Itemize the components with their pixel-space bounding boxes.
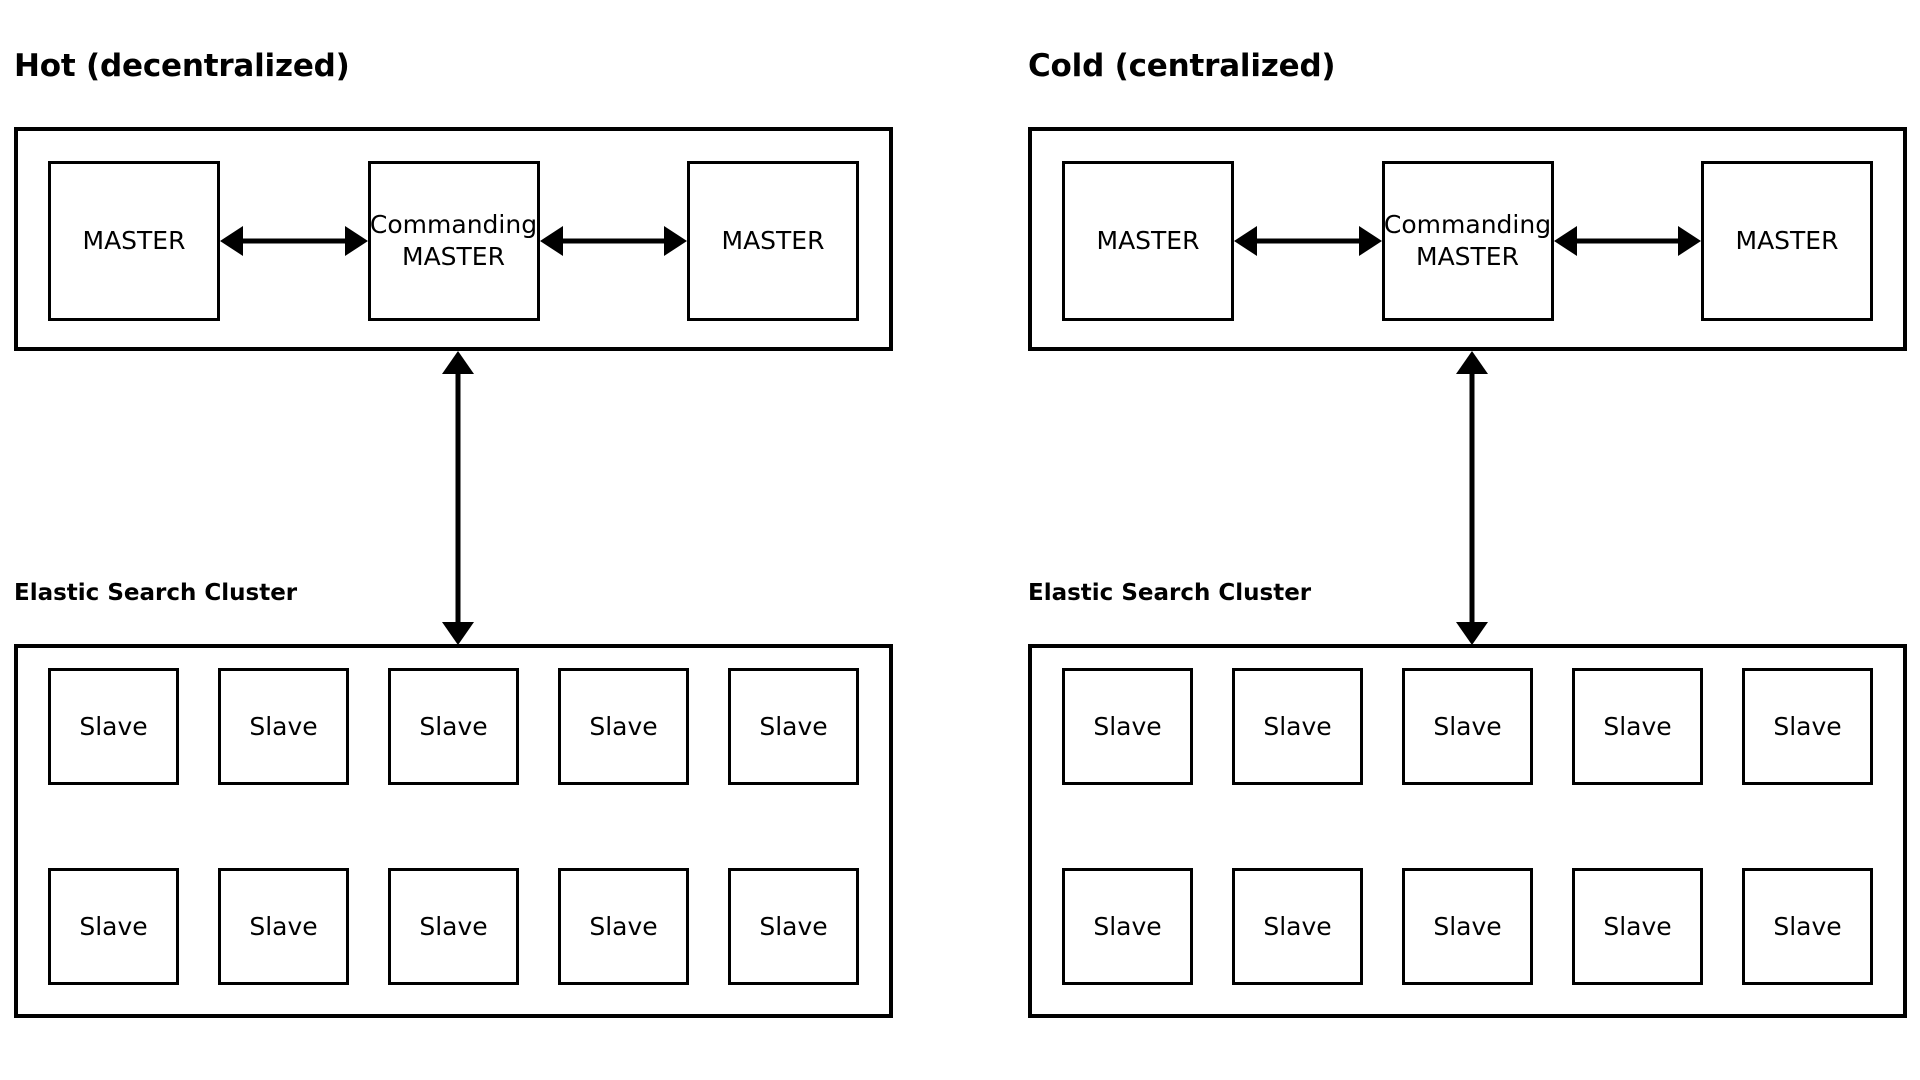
arrow-shaft: [1469, 369, 1475, 627]
slave-label: Slave: [589, 912, 658, 941]
slave-node[interactable]: Slave: [558, 668, 689, 785]
slave-label: Slave: [249, 712, 318, 741]
master-node-left[interactable]: MASTER: [48, 161, 220, 321]
slave-node[interactable]: Slave: [1572, 868, 1703, 985]
vertical-double-arrow-icon: [441, 351, 475, 645]
slave-node[interactable]: Slave: [728, 868, 859, 985]
slave-row: Slave Slave Slave Slave Slave: [1062, 868, 1873, 985]
master-node-label: MASTER: [1735, 226, 1839, 255]
arrowhead-right-icon: [1358, 226, 1382, 256]
slave-label: Slave: [1433, 712, 1502, 741]
commanding-master-label: Commanding MASTER: [1383, 210, 1552, 271]
panel-cold: Cold (centralized) MASTER Commanding MAS…: [1014, 0, 1907, 1080]
slave-node[interactable]: Slave: [1062, 868, 1193, 985]
slave-label: Slave: [1433, 912, 1502, 941]
slave-label: Slave: [79, 712, 148, 741]
slave-node[interactable]: Slave: [1232, 868, 1363, 985]
slave-node[interactable]: Slave: [728, 668, 859, 785]
arrowhead-left-icon: [539, 226, 563, 256]
slave-node[interactable]: Slave: [1572, 668, 1703, 785]
double-arrow-icon-left: [220, 226, 368, 256]
slave-label: Slave: [1773, 712, 1842, 741]
arrow-shaft: [1254, 238, 1362, 244]
cluster-group-hot: Slave Slave Slave Slave Slave: [14, 644, 893, 1018]
slave-row: Slave Slave Slave Slave Slave: [48, 868, 859, 985]
arrowhead-down-icon: [1456, 622, 1488, 645]
arrowhead-up-icon: [442, 351, 474, 374]
master-node-label: MASTER: [82, 226, 186, 255]
slave-node[interactable]: Slave: [218, 668, 349, 785]
slave-label: Slave: [249, 912, 318, 941]
arrow-shaft: [240, 238, 348, 244]
slave-label: Slave: [1603, 712, 1672, 741]
double-arrow-icon-right: [1553, 226, 1701, 256]
commanding-master-node[interactable]: Commanding MASTER: [1381, 161, 1554, 321]
slave-label: Slave: [1773, 912, 1842, 941]
slave-label: Slave: [759, 712, 828, 741]
arrowhead-left-icon: [1234, 226, 1257, 256]
panel-title-hot: Hot (decentralized): [14, 48, 350, 84]
slave-row: Slave Slave Slave Slave Slave: [48, 668, 859, 785]
cluster-label-hot: Elastic Search Cluster: [14, 580, 298, 606]
slave-grid: Slave Slave Slave Slave Slave: [1032, 648, 1903, 1014]
slave-node[interactable]: Slave: [558, 868, 689, 985]
slave-row: Slave Slave Slave Slave Slave: [1062, 668, 1873, 785]
master-node-left[interactable]: MASTER: [1062, 161, 1234, 321]
panel-hot: Hot (decentralized) MASTER Commanding MA…: [0, 0, 893, 1080]
arrow-shaft: [455, 369, 461, 627]
master-group-cold: MASTER Commanding MASTER MASTER: [1028, 127, 1907, 351]
commanding-master-node[interactable]: Commanding MASTER: [367, 161, 540, 321]
vertical-double-arrow-icon: [1455, 351, 1489, 645]
cluster-label-cold: Elastic Search Cluster: [1028, 580, 1312, 606]
slave-label: Slave: [419, 912, 488, 941]
slave-node[interactable]: Slave: [218, 868, 349, 985]
master-node-right[interactable]: MASTER: [687, 161, 859, 321]
arrowhead-left-icon: [220, 226, 243, 256]
commanding-master-label: Commanding MASTER: [369, 210, 538, 271]
arrowhead-up-icon: [1456, 351, 1488, 374]
slave-label: Slave: [1263, 912, 1332, 941]
arrowhead-down-icon: [442, 622, 474, 645]
slave-label: Slave: [1093, 912, 1162, 941]
slave-label: Slave: [1603, 912, 1672, 941]
arrowhead-right-icon: [664, 226, 687, 256]
slave-node[interactable]: Slave: [388, 868, 519, 985]
slave-label: Slave: [589, 712, 658, 741]
arrowhead-left-icon: [1553, 226, 1577, 256]
slave-label: Slave: [79, 912, 148, 941]
slave-node[interactable]: Slave: [1742, 668, 1873, 785]
master-node-label: MASTER: [721, 226, 825, 255]
slave-node[interactable]: Slave: [1402, 668, 1533, 785]
slave-node[interactable]: Slave: [48, 668, 179, 785]
master-row: MASTER Commanding MASTER MASTER: [18, 161, 889, 321]
slave-node[interactable]: Slave: [1402, 868, 1533, 985]
slave-node[interactable]: Slave: [1742, 868, 1873, 985]
slave-node[interactable]: Slave: [48, 868, 179, 985]
double-arrow-icon-left: [1234, 226, 1382, 256]
slave-node[interactable]: Slave: [388, 668, 519, 785]
panel-title-cold: Cold (centralized): [1028, 48, 1336, 84]
master-group-hot: MASTER Commanding MASTER MASTER: [14, 127, 893, 351]
slave-grid: Slave Slave Slave Slave Slave: [18, 648, 889, 1014]
arrow-shaft: [559, 238, 667, 244]
master-node-label: MASTER: [1096, 226, 1200, 255]
slave-label: Slave: [759, 912, 828, 941]
slave-label: Slave: [1263, 712, 1332, 741]
master-row: MASTER Commanding MASTER MASTER: [1032, 161, 1903, 321]
arrow-shaft: [1573, 238, 1681, 244]
slave-label: Slave: [419, 712, 488, 741]
slave-node[interactable]: Slave: [1232, 668, 1363, 785]
master-node-right[interactable]: MASTER: [1701, 161, 1873, 321]
arrowhead-right-icon: [344, 226, 368, 256]
slave-label: Slave: [1093, 712, 1162, 741]
cluster-group-cold: Slave Slave Slave Slave Slave: [1028, 644, 1907, 1018]
slave-node[interactable]: Slave: [1062, 668, 1193, 785]
double-arrow-icon-right: [539, 226, 687, 256]
arrowhead-right-icon: [1678, 226, 1701, 256]
